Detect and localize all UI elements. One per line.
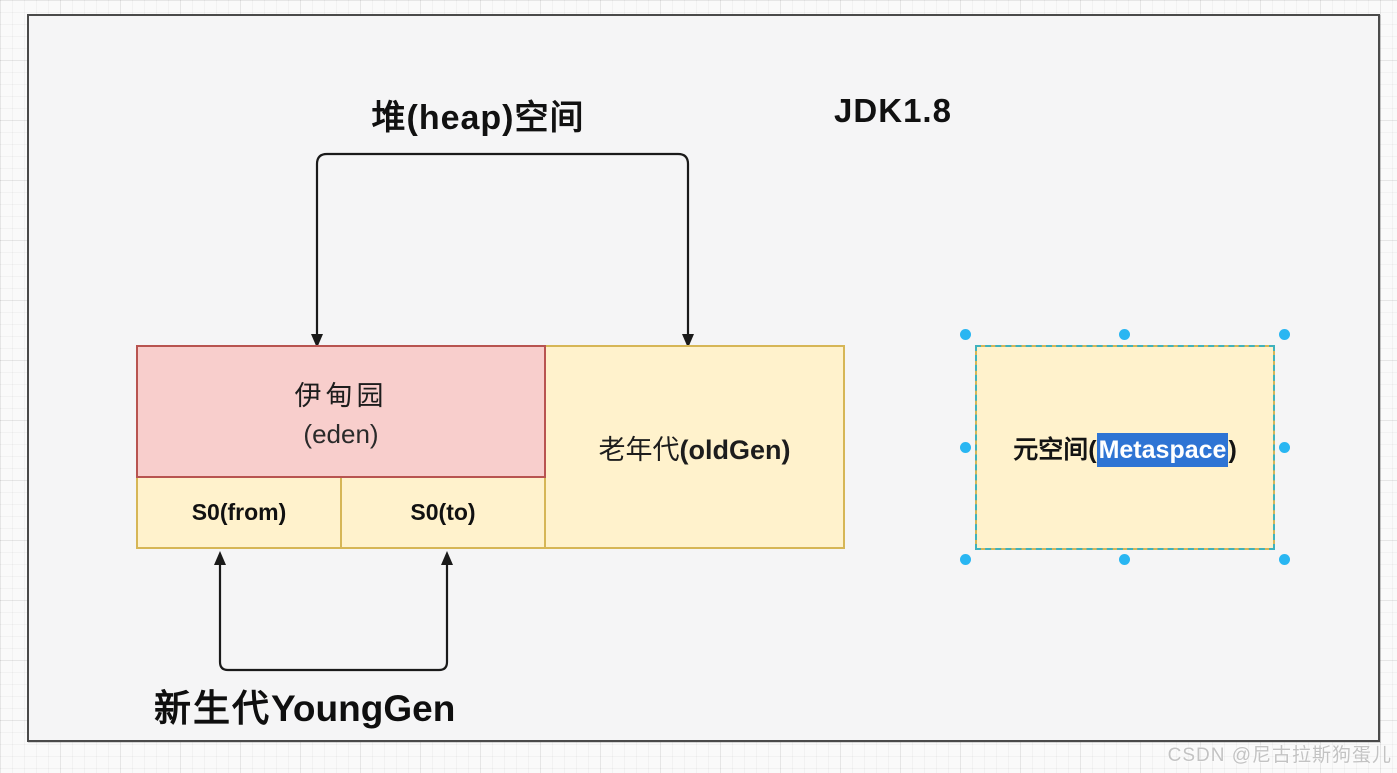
oldgen-label: 老年代(oldGen) (599, 428, 791, 467)
selection-handle-top-right[interactable] (1279, 329, 1290, 340)
heap-title-suffix: 空间 (514, 100, 585, 137)
jdk-version-label[interactable]: JDK1.8 (834, 92, 952, 129)
metaspace-selected-text[interactable]: Metaspace (1096, 432, 1229, 467)
selection-handle-top-left[interactable] (960, 329, 971, 340)
diagram-panel: 堆(heap)空间 JDK1.8 老年代(oldGen) S0(from) S0… (27, 14, 1380, 742)
younggen-title-cjk: 新生代 (154, 689, 271, 730)
csdn-watermark: CSDN @尼古拉斯狗蛋儿 (1167, 745, 1392, 766)
metaspace-box[interactable]: 元空间(Metaspace) (975, 345, 1275, 550)
oldgen-box[interactable]: 老年代(oldGen) (544, 345, 845, 549)
selection-handle-bottom-center[interactable] (1119, 554, 1130, 565)
selection-handle-mid-right[interactable] (1279, 442, 1290, 453)
heap-title-prefix: 堆 (371, 100, 407, 137)
selection-handle-top-center[interactable] (1119, 329, 1130, 340)
selection-handle-bottom-right[interactable] (1279, 554, 1290, 565)
eden-label-latin: (eden) (303, 418, 379, 449)
metaspace-label: 元空间(Metaspace) (1013, 430, 1237, 467)
survivor-to-box[interactable]: S0(to) (340, 476, 546, 549)
metaspace-close-paren: ) (1228, 435, 1237, 464)
heap-title[interactable]: 堆(heap)空间 (323, 90, 633, 139)
oldgen-label-cjk: 老年代 (598, 434, 680, 465)
arrowhead-up-s0to (441, 551, 453, 565)
survivor-from-label: S0(from) (191, 499, 287, 525)
survivor-to-label: S0(to) (410, 499, 476, 525)
survivor-from-box[interactable]: S0(from) (136, 476, 342, 549)
eden-label-cjk: 伊甸园 (294, 380, 388, 411)
heap-bracket-arrow[interactable] (311, 152, 694, 348)
heap-title-latin: (heap) (406, 99, 515, 137)
younggen-title[interactable]: 新生代YoungGen (154, 678, 574, 732)
selection-handle-bottom-left[interactable] (960, 554, 971, 565)
selection-handle-mid-left[interactable] (960, 442, 971, 453)
eden-box[interactable]: 伊甸园 (eden) (136, 345, 546, 478)
arrowhead-up-s0from (214, 551, 226, 565)
metaspace-open-paren: ( (1088, 435, 1097, 464)
younggen-bracket-arrow[interactable] (214, 551, 453, 672)
younggen-title-latin: YoungGen (271, 688, 456, 729)
oldgen-label-latin: (oldGen) (679, 434, 791, 465)
metaspace-label-cjk: 元空间 (1013, 436, 1089, 464)
